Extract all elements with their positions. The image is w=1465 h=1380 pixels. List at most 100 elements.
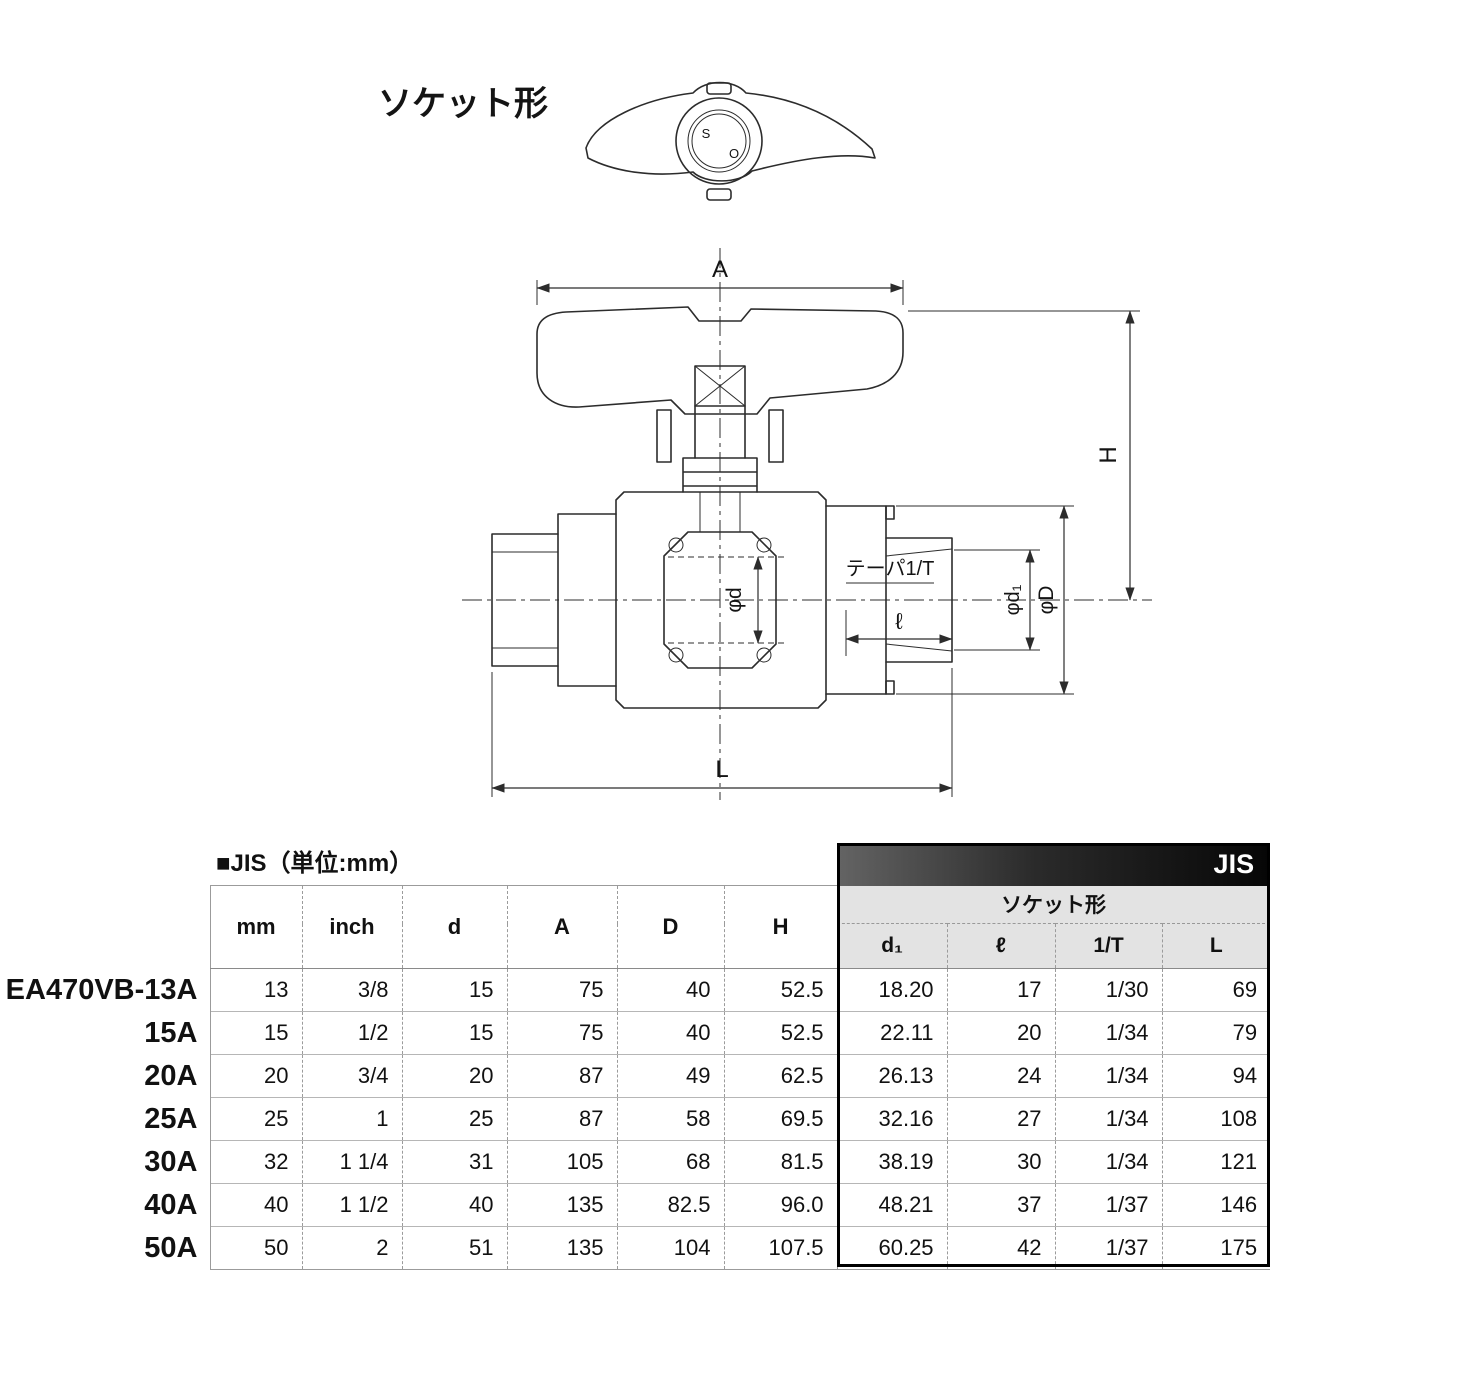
value-cell: 1/34 — [1054, 1140, 1163, 1184]
dim-label-H: H — [1095, 446, 1122, 463]
value-cell: 75 — [506, 968, 617, 1012]
value-cell: 17 — [946, 968, 1056, 1012]
valve-technical-drawing: ソケット形 S O — [378, 81, 1152, 800]
value-cell: 1/30 — [1054, 968, 1163, 1012]
dim-label-A: A — [712, 256, 728, 283]
col-header-A: A — [506, 885, 617, 969]
value-cell: 38.19 — [836, 1140, 948, 1184]
value-cell: 60.25 — [836, 1226, 948, 1270]
value-cell: 50 — [209, 1226, 302, 1270]
dim-label-phi-D: φD — [1035, 586, 1058, 615]
valve-front-view: A H φd テーパ1/T ℓ φd₁ φD — [462, 248, 1152, 800]
value-cell: 49 — [616, 1054, 724, 1098]
value-cell: 51 — [401, 1226, 507, 1270]
value-cell: 40 — [401, 1183, 507, 1227]
value-cell: 69 — [1161, 968, 1271, 1012]
value-cell: 81.5 — [723, 1140, 838, 1184]
value-cell: 40 — [616, 968, 724, 1012]
spec-table-section: ■JIS（単位:mm） JIS mm inch d A D H ソケット形 d₁… — [0, 843, 1271, 1270]
value-cell: 32.16 — [836, 1097, 948, 1141]
value-cell: 87 — [506, 1054, 617, 1098]
value-cell: 27 — [946, 1097, 1056, 1141]
value-cell: 82.5 — [616, 1183, 724, 1227]
value-cell: 1/2 — [301, 1011, 402, 1055]
value-cell: 1/34 — [1054, 1097, 1163, 1141]
value-cell: 135 — [506, 1183, 617, 1227]
dim-label-phi-d1: φd₁ — [1002, 584, 1024, 615]
value-cell: 79 — [1161, 1011, 1271, 1055]
spacer-cell — [0, 886, 210, 969]
subheader-row: d₁ ℓ 1/T L — [0, 923, 1271, 969]
value-cell: 22.11 — [836, 1011, 948, 1055]
dim-label-phi-d: φd — [723, 587, 746, 612]
value-cell: 108 — [1161, 1097, 1271, 1141]
model-label: EA470VB-13A — [5, 973, 198, 1006]
value-cell: 3/4 — [301, 1054, 402, 1098]
value-cell: 24 — [946, 1054, 1056, 1098]
spec-table: ■JIS（単位:mm） JIS mm inch d A D H ソケット形 d₁… — [0, 843, 1271, 1270]
caption-row: ■JIS（単位:mm） JIS — [0, 843, 1271, 886]
value-cell: 107.5 — [723, 1226, 838, 1270]
value-cell: 105 — [506, 1140, 617, 1184]
value-cell: 62.5 — [723, 1054, 838, 1098]
handle-letter-s: S — [702, 126, 711, 141]
value-cell: 104 — [616, 1226, 724, 1270]
value-cell: 25 — [401, 1097, 507, 1141]
value-cell: 52.5 — [723, 1011, 838, 1055]
value-cell: 52.5 — [723, 968, 838, 1012]
value-cell: 30 — [946, 1140, 1056, 1184]
value-cell: 58 — [616, 1097, 724, 1141]
value-cell: 25 — [209, 1097, 302, 1141]
jis-badge: JIS — [837, 843, 1271, 886]
value-cell: 68 — [616, 1140, 724, 1184]
value-cell: 20 — [946, 1011, 1056, 1055]
header-row: mm inch d A D H ソケット形 — [0, 885, 1271, 969]
value-cell: 26.13 — [836, 1054, 948, 1098]
col-header-1T: 1/T — [1054, 923, 1163, 969]
value-cell: 40 — [209, 1183, 302, 1227]
value-cell: 32 — [209, 1140, 302, 1184]
col-header-inch: inch — [301, 885, 402, 969]
value-cell: 15 — [401, 1011, 507, 1055]
value-cell: 69.5 — [723, 1097, 838, 1141]
value-cell: 20 — [209, 1054, 302, 1098]
model-label: 20A — [144, 1059, 198, 1092]
value-cell: 31 — [401, 1140, 507, 1184]
drawing-title: ソケット形 — [378, 85, 548, 123]
value-cell: 175 — [1161, 1226, 1271, 1270]
value-cell: 1 1/4 — [301, 1140, 402, 1184]
socket-group-header: ソケット形 — [837, 885, 1271, 924]
valve-top-view: S O — [585, 81, 876, 201]
value-cell: 15 — [209, 1011, 302, 1055]
value-cell: 135 — [506, 1226, 617, 1270]
value-cell: 146 — [1161, 1183, 1271, 1227]
col-header-mm: mm — [209, 885, 302, 969]
value-cell: 1/37 — [1054, 1183, 1163, 1227]
col-header-L: L — [1161, 923, 1271, 969]
col-header-d1: d₁ — [836, 923, 948, 969]
value-cell: 15 — [401, 968, 507, 1012]
value-cell: 3/8 — [301, 968, 402, 1012]
value-cell: 96.0 — [723, 1183, 838, 1227]
value-cell: 18.20 — [836, 968, 948, 1012]
value-cell: 87 — [506, 1097, 617, 1141]
spacer-cell — [0, 843, 210, 886]
value-cell: 2 — [301, 1226, 402, 1270]
table-caption: ■JIS（単位:mm） — [216, 850, 414, 877]
dim-label-L: L — [715, 756, 728, 783]
value-cell: 94 — [1161, 1054, 1271, 1098]
value-cell: 1/34 — [1054, 1011, 1163, 1055]
col-header-d: d — [401, 885, 507, 969]
model-label: 50A — [144, 1231, 198, 1264]
dim-label-ell: ℓ — [895, 608, 903, 634]
model-label: 15A — [144, 1016, 198, 1049]
value-cell: 20 — [401, 1054, 507, 1098]
